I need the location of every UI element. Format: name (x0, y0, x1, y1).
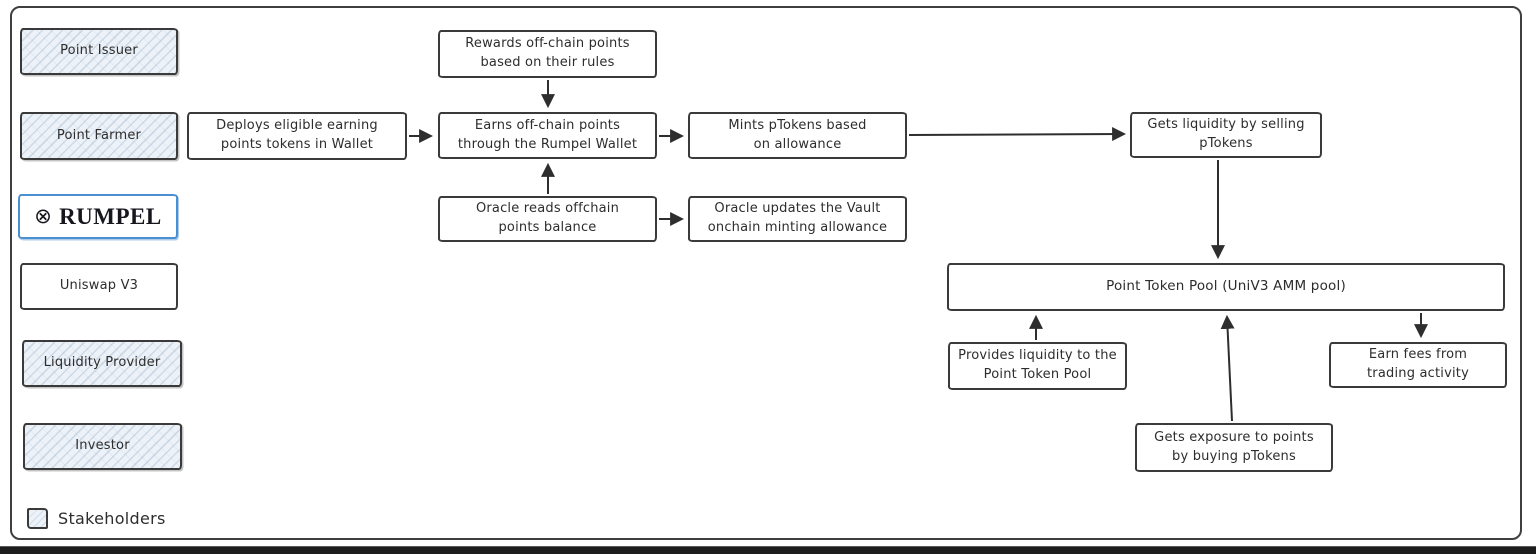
stakeholder-point-issuer: Point Issuer (20, 28, 178, 75)
stakeholder-liquidity-provider: Liquidity Provider (22, 340, 182, 387)
rumpel-logo-box: ⊗ RUMPEL (18, 194, 178, 239)
step-deploys-tokens: Deploys eligible earning points tokens i… (187, 112, 407, 160)
step-rewards-offchain-points: Rewards off-chain points based on their … (438, 30, 657, 78)
step-provides-liquidity: Provides liquidity to the Point Token Po… (948, 342, 1127, 390)
rumpel-circle-x-icon: ⊗ (34, 204, 53, 228)
legend-stakeholder-swatch (27, 508, 48, 529)
step-oracle-reads: Oracle reads offchain points balance (438, 196, 657, 242)
bottom-edge-bar (0, 546, 1536, 554)
step-earn-fees: Earn fees from trading activity (1329, 342, 1507, 388)
step-oracle-updates: Oracle updates the Vault onchain minting… (688, 196, 907, 242)
point-token-pool: Point Token Pool (UniV3 AMM pool) (947, 263, 1505, 311)
stakeholder-point-farmer: Point Farmer (20, 112, 178, 160)
step-earns-offchain-points: Earns off-chain points through the Rumpe… (438, 112, 657, 159)
rumpel-logo-text: RUMPEL (59, 203, 162, 229)
legend-stakeholders-label: Stakeholders (58, 509, 166, 528)
stakeholder-investor: Investor (23, 423, 182, 470)
step-gets-exposure: Gets exposure to points by buying pToken… (1135, 423, 1333, 472)
step-mints-ptokens: Mints pTokens based on allowance (688, 112, 907, 159)
entity-uniswap-v3: Uniswap V3 (20, 263, 178, 310)
step-gets-liquidity: Gets liquidity by selling pTokens (1130, 112, 1322, 158)
